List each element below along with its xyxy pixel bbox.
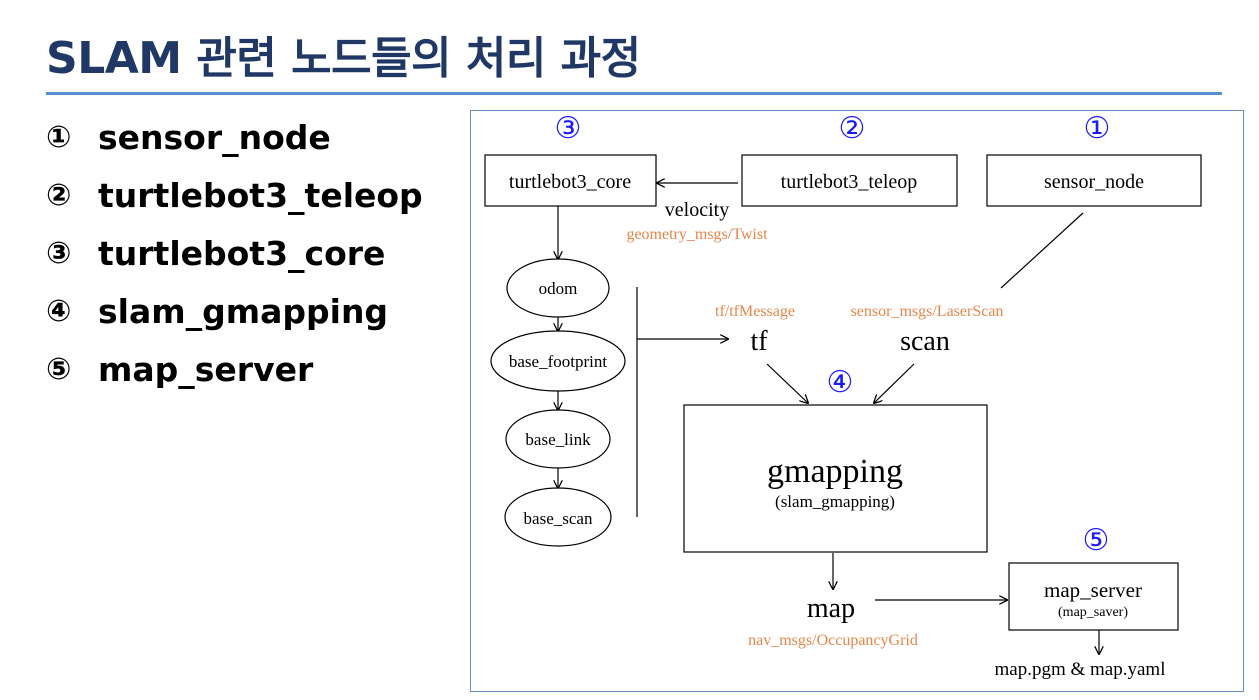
scan-to-gmapping-arrow — [874, 363, 915, 403]
node-list: ① sensor_node ② turtlebot3_teleop ③ turtleb… — [46, 108, 423, 398]
marker-map-server: ⑤ — [1083, 524, 1110, 557]
tf-frame-odom: odom — [506, 258, 610, 318]
page-title: SLAM 관련 노드들의 처리 과정 — [46, 33, 641, 84]
tf-frame-base-scan: base_scan — [504, 487, 612, 547]
list-number: ② — [46, 177, 72, 213]
velocity-label: velocity — [665, 199, 729, 221]
list-number: ④ — [46, 293, 72, 329]
output-files-label: map.pgm & map.yaml — [995, 659, 1166, 680]
list-item: ④ slam_gmapping — [46, 282, 423, 340]
list-label: map_server — [98, 349, 314, 389]
list-label: slam_gmapping — [98, 291, 389, 331]
list-item: ⑤ map_server — [46, 340, 423, 398]
gmapping-node: gmapping (slam_gmapping) — [683, 404, 988, 553]
list-number: ⑤ — [46, 351, 72, 387]
map-topic-label: map — [807, 593, 855, 624]
list-item: ③ turtlebot3_core — [46, 224, 423, 282]
sensor-label: sensor_node — [1044, 171, 1144, 193]
marker-gmapping: ④ — [827, 366, 854, 399]
list-number: ① — [46, 119, 72, 155]
tf-frame-base-link: base_link — [505, 409, 611, 469]
tf-to-gmapping-arrow — [766, 363, 808, 403]
turtlebot3-core-node: turtlebot3_core — [484, 154, 657, 207]
turtlebot3-teleop-node: turtlebot3_teleop — [741, 154, 958, 207]
velocity-type-label: geometry_msgs/Twist — [626, 226, 768, 243]
list-item: ② turtlebot3_teleop — [46, 166, 423, 224]
sensor-node: sensor_node — [986, 154, 1202, 207]
scan-type-label: sensor_msgs/LaserScan — [851, 303, 1004, 320]
title-divider — [46, 92, 1222, 95]
teleop-label: turtlebot3_teleop — [781, 171, 918, 193]
marker-core: ③ — [555, 112, 582, 145]
tf-topic-label: tf — [750, 326, 768, 357]
map-server-node: map_server (map_saver) — [1008, 562, 1179, 631]
map-server-sublabel: (map_saver) — [1058, 605, 1128, 620]
gmapping-label: gmapping — [767, 453, 903, 490]
frame-label: base_footprint — [509, 352, 607, 371]
sensor-to-scan-line — [1000, 212, 1084, 289]
marker-sensor: ① — [1084, 112, 1111, 145]
frame-label: base_link — [525, 430, 591, 449]
list-item: ① sensor_node — [46, 108, 423, 166]
tf-type-label: tf/tfMessage — [715, 303, 795, 320]
list-label: turtlebot3_core — [98, 233, 386, 273]
map-type-label: nav_msgs/OccupancyGrid — [748, 632, 918, 649]
tf-frame-base-footprint: base_footprint — [490, 330, 626, 392]
frame-label: odom — [539, 279, 578, 298]
scan-topic-label: scan — [900, 326, 950, 357]
frame-label: base_scan — [524, 509, 593, 528]
diagram-frame — [470, 110, 1244, 692]
marker-teleop: ② — [839, 112, 866, 145]
core-label: turtlebot3_core — [509, 171, 631, 193]
gmapping-sublabel: (slam_gmapping) — [775, 492, 895, 511]
map-server-label: map_server — [1044, 578, 1142, 602]
list-number: ③ — [46, 235, 72, 271]
list-label: sensor_node — [98, 117, 331, 157]
list-label: turtlebot3_teleop — [98, 175, 423, 215]
